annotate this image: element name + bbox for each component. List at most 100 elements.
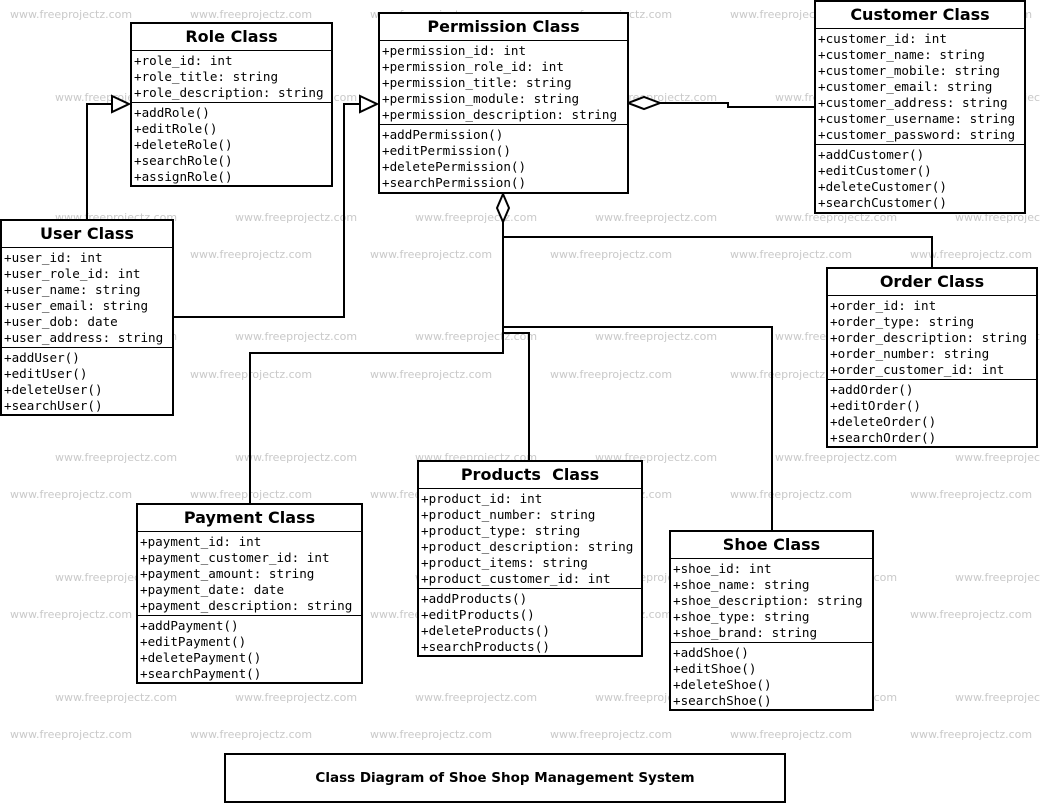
role-generalization-arrowhead — [111, 94, 132, 114]
products-attribute: +product_description: string — [421, 539, 634, 554]
payment-method: +addPayment() — [140, 618, 239, 633]
diagram-caption-box: Class Diagram of Shoe Shop Management Sy… — [224, 753, 786, 803]
customer-class-title: Customer Class — [816, 2, 1024, 29]
payment-class-title: Payment Class — [138, 505, 361, 532]
customer-permission-aggregation-line — [660, 102, 814, 108]
shoe-link-line — [503, 326, 773, 530]
role-class-title: Role Class — [132, 24, 331, 51]
order-class-box: Order Class +order_id: int+order_type: st… — [826, 267, 1038, 448]
permission-attribute: +permission_module: string — [382, 91, 580, 106]
permission-class-title: Permission Class — [380, 14, 627, 41]
user-attribute: +user_email: string — [4, 298, 149, 313]
permission-attribute: +permission_description: string — [382, 107, 618, 122]
products-attribute: +product_customer_id: int — [421, 571, 611, 586]
products-attribute: +product_items: string — [421, 555, 588, 570]
payment-attribute: +payment_date: date — [140, 582, 285, 597]
permission-class-attributes: +permission_id: int+permission_role_id: … — [380, 41, 627, 125]
order-attribute: +order_type: string — [830, 314, 975, 329]
permission-class-methods: +addPermission()+editPermission()+delete… — [380, 125, 627, 192]
diagram-caption: Class Diagram of Shoe Shop Management Sy… — [315, 770, 695, 786]
customer-method: +addCustomer() — [818, 147, 925, 162]
shoe-attribute: +shoe_brand: string — [673, 625, 818, 640]
user-attribute: +user_address: string — [4, 330, 164, 345]
customer-method: +deleteCustomer() — [818, 179, 947, 194]
shoe-method: +addShoe() — [673, 645, 749, 660]
order-attribute: +order_description: string — [830, 330, 1028, 345]
permission-attribute: +permission_title: string — [382, 75, 572, 90]
order-method: +searchOrder() — [830, 430, 937, 445]
user-permission-generalization-line — [174, 103, 360, 318]
payment-method: +searchPayment() — [140, 666, 262, 681]
customer-attribute: +customer_email: string — [818, 79, 993, 94]
user-attribute: +user_name: string — [4, 282, 141, 297]
user-method: +searchUser() — [4, 398, 103, 413]
products-attribute: +product_type: string — [421, 523, 581, 538]
role-attribute: +role_id: int — [134, 53, 233, 68]
shoe-class-title: Shoe Class — [671, 532, 872, 559]
user-method: +editUser() — [4, 366, 88, 381]
products-method: +addProducts() — [421, 591, 528, 606]
permission-generalization-arrowhead — [359, 94, 380, 114]
user-attribute: +user_id: int — [4, 250, 103, 265]
user-attribute: +user_dob: date — [4, 314, 118, 329]
order-class-methods: +addOrder()+editOrder()+deleteOrder()+se… — [828, 380, 1036, 447]
user-attribute: +user_role_id: int — [4, 266, 141, 281]
products-attribute: +product_id: int — [421, 491, 543, 506]
order-attribute: +order_number: string — [830, 346, 990, 361]
customer-class-box: Customer Class+customer_id: int+customer… — [814, 0, 1026, 214]
shoe-attribute: +shoe_name: string — [673, 577, 810, 592]
role-attribute: +role_description: string — [134, 85, 324, 100]
shoe-method: +searchShoe() — [673, 693, 772, 708]
customer-class-attributes: +customer_id: int+customer_name: string+… — [816, 29, 1024, 145]
shoe-attribute: +shoe_id: int — [673, 561, 772, 576]
user-class-attributes: +user_id: int+user_role_id: int+user_nam… — [2, 248, 172, 348]
permission-attribute: +permission_role_id: int — [382, 59, 564, 74]
order-method: +addOrder() — [830, 382, 914, 397]
permission-aggregation-diamond-right — [625, 95, 663, 111]
products-class-title: Products Class — [419, 462, 641, 489]
products-class-attributes: +product_id: int+product_number: string+… — [419, 489, 641, 589]
shoe-attribute: +shoe_type: string — [673, 609, 810, 624]
products-method: +editProducts() — [421, 607, 535, 622]
role-attribute: +role_title: string — [134, 69, 279, 84]
customer-method: +searchCustomer() — [818, 195, 947, 210]
customer-attribute: +customer_id: int — [818, 31, 947, 46]
role-method: +editRole() — [134, 121, 218, 136]
order-link-line — [503, 236, 933, 267]
customer-attribute: +customer_mobile: string — [818, 63, 1000, 78]
payment-attribute: +payment_customer_id: int — [140, 550, 330, 565]
customer-attribute: +customer_name: string — [818, 47, 985, 62]
order-class-title: Order Class — [828, 269, 1036, 296]
order-method: +deleteOrder() — [830, 414, 937, 429]
role-method: +deleteRole() — [134, 137, 233, 152]
products-class-methods: +addProducts()+editProducts()+deleteProd… — [419, 589, 641, 656]
shoe-class-methods: +addShoe()+editShoe()+deleteShoe()+searc… — [671, 643, 872, 710]
payment-method: +editPayment() — [140, 634, 247, 649]
permission-class-box: Permission Class+permission_id: int+perm… — [378, 12, 629, 194]
role-method: +searchRole() — [134, 153, 233, 168]
products-attribute: +product_number: string — [421, 507, 596, 522]
order-attribute: +order_id: int — [830, 298, 937, 313]
permission-method: +addPermission() — [382, 127, 504, 142]
customer-attribute: +customer_username: string — [818, 111, 1016, 126]
order-method: +editOrder() — [830, 398, 921, 413]
payment-attribute: +payment_id: int — [140, 534, 262, 549]
user-method: +deleteUser() — [4, 382, 103, 397]
shoe-class-attributes: +shoe_id: int+shoe_name: string+shoe_des… — [671, 559, 872, 643]
payment-class-box: Payment Class+payment_id: int+payment_cu… — [136, 503, 363, 684]
products-method: +searchProducts() — [421, 639, 550, 654]
shoe-attribute: +shoe_description: string — [673, 593, 863, 608]
user-class-box: User Class+user_id: int+user_role_id: in… — [0, 219, 174, 416]
customer-attribute: +customer_password: string — [818, 127, 1016, 142]
customer-attribute: +customer_address: string — [818, 95, 1008, 110]
shoe-method: +deleteShoe() — [673, 677, 772, 692]
payment-class-attributes: +payment_id: int+payment_customer_id: in… — [138, 532, 361, 616]
products-link-line — [503, 332, 530, 460]
user-class-title: User Class — [2, 221, 172, 248]
order-attribute: +order_customer_id: int — [830, 362, 1005, 377]
products-method: +deleteProducts() — [421, 623, 550, 638]
permission-method: +editPermission() — [382, 143, 511, 158]
role-method: +addRole() — [134, 105, 210, 120]
permission-aggregation-diamond-bottom — [495, 191, 511, 225]
